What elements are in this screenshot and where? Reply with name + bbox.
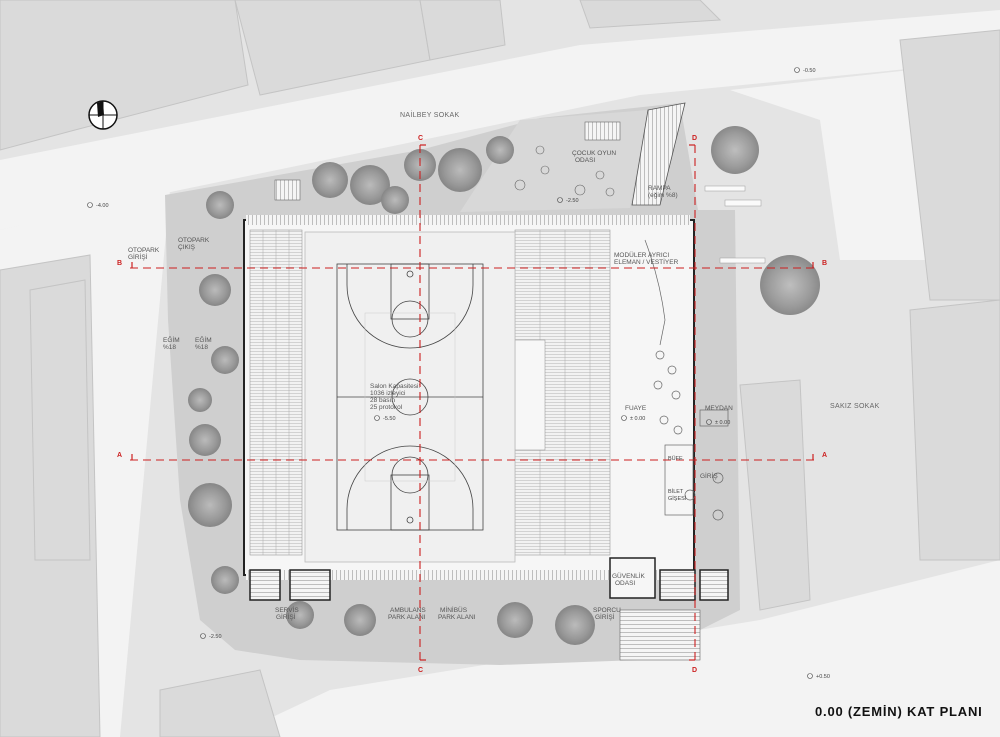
svg-text:-2.50: -2.50	[566, 198, 579, 204]
elevation-nw: -4.00	[87, 202, 109, 209]
north-arrow-icon	[88, 100, 118, 130]
stair-east-2	[699, 569, 729, 601]
elevation-sw: -2.50	[200, 633, 222, 640]
elevation-ne: -0.50	[794, 67, 816, 74]
security-room	[609, 557, 656, 599]
seating-east	[514, 229, 611, 556]
section-c-north: C	[418, 135, 423, 142]
svg-text:-0.50: -0.50	[803, 68, 816, 74]
fuaye-label: FUAYE	[625, 405, 647, 412]
street-east-label: SAKIZ SOKAK	[830, 403, 880, 410]
south-stairs	[619, 609, 701, 661]
svg-text:-2.50: -2.50	[209, 634, 222, 640]
street-north-label: NAİLBEY SOKAK	[400, 110, 459, 119]
facade-piers	[246, 215, 690, 580]
stair-west	[249, 569, 281, 601]
egim-left-label: EĞİM%18	[163, 335, 180, 351]
stair-west-2	[289, 569, 331, 601]
elevation-playground: -2.50	[557, 197, 579, 204]
giris-label: GİRİŞ	[700, 471, 718, 480]
elevation-court: -5.50	[374, 415, 396, 422]
elevation-markers: -4.00 -0.50 -2.50 -5.50 ± 0.00 ± 0.00 -2…	[87, 67, 830, 680]
plan-title: 0.00 (ZEMİN) KAT PLANI	[815, 704, 983, 719]
foyer-furniture	[644, 239, 729, 521]
elevation-meydan: ± 0.00	[706, 419, 730, 426]
elevation-fuaye: ± 0.00	[621, 415, 645, 422]
section-c-south: C	[418, 667, 423, 674]
svg-text:± 0.00: ± 0.00	[715, 420, 730, 426]
section-b-west: B	[117, 260, 122, 267]
bufe-label: BÜFE	[668, 455, 683, 462]
svg-text:-4.00: -4.00	[96, 203, 109, 209]
ramp	[631, 102, 686, 206]
svg-text:± 0.00: ± 0.00	[630, 416, 645, 422]
playground-furniture	[514, 145, 615, 197]
section-a-east: A	[822, 452, 827, 459]
stair-east	[659, 569, 696, 601]
meydan-benches	[704, 185, 766, 264]
svg-text:-5.50: -5.50	[383, 416, 396, 422]
meydan-label: MEYDAN	[705, 405, 733, 412]
elevation-se: +0.50	[807, 673, 830, 680]
section-a-west: A	[117, 452, 122, 459]
section-d-south: D	[692, 667, 697, 674]
seating-west	[249, 229, 303, 556]
section-ticks	[131, 144, 814, 661]
section-lines	[130, 145, 815, 660]
section-b-east: B	[822, 260, 827, 267]
basketball-court	[304, 231, 516, 563]
playground-stair	[584, 121, 621, 141]
svg-text:+0.50: +0.50	[816, 674, 830, 680]
egim-right-label: EĞİM%18	[195, 335, 212, 351]
trees	[188, 126, 820, 645]
nw-stair	[274, 179, 301, 201]
section-d-north: D	[692, 135, 697, 142]
rampa-label: RAMPA(eğim %8)	[648, 185, 678, 199]
